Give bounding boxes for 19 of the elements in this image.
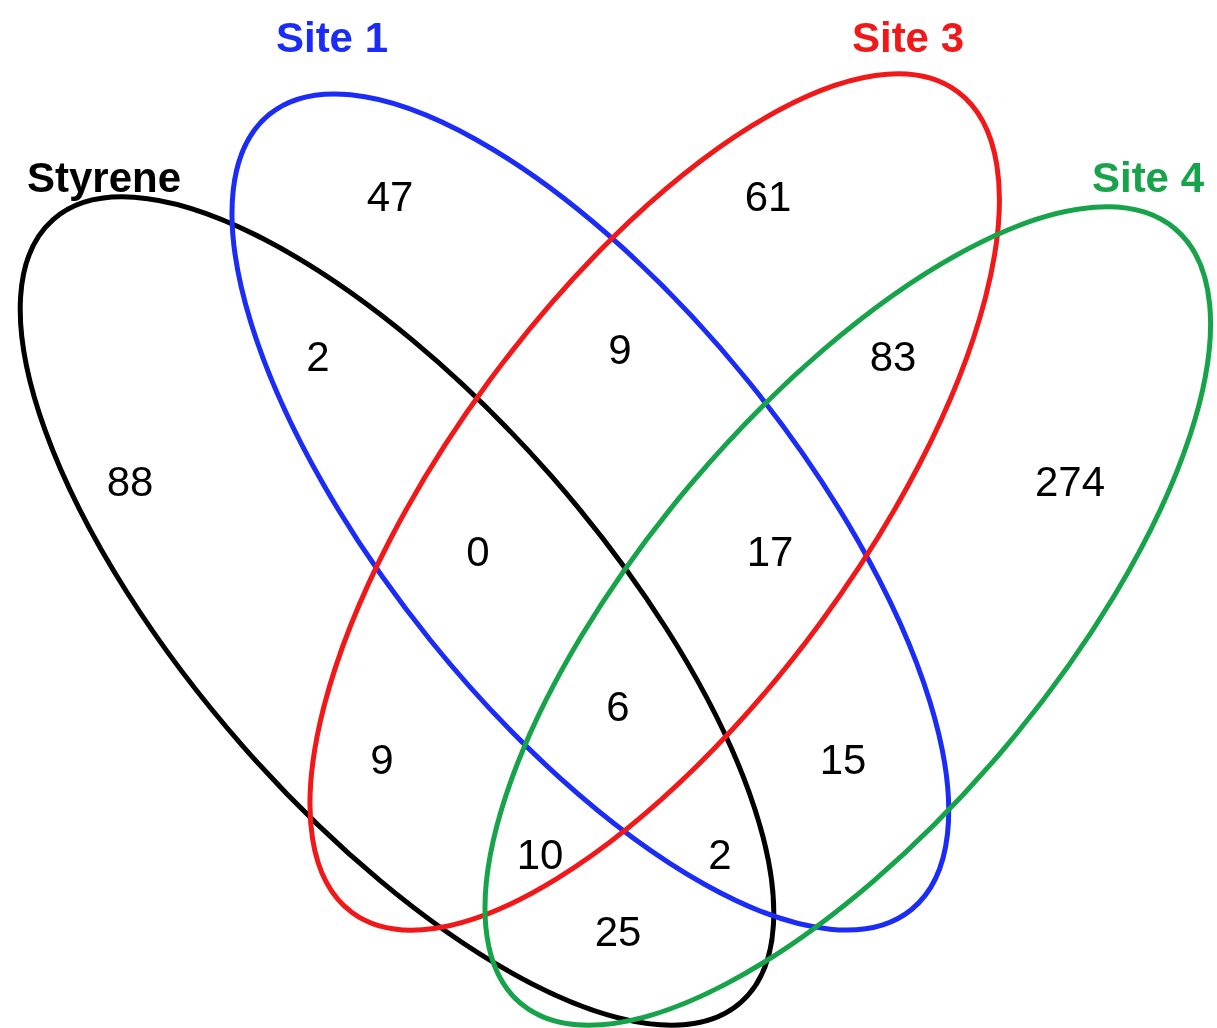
count-label: 274 <box>1034 461 1106 503</box>
count-label: 2 <box>306 336 330 378</box>
count-label: 61 <box>744 176 792 218</box>
count-label: 88 <box>106 461 154 503</box>
set-label: Site 1 <box>275 17 388 59</box>
count-label: 17 <box>746 531 794 573</box>
set-label: Site 4 <box>1091 157 1204 199</box>
count-label: 9 <box>608 329 632 371</box>
count-label: 2 <box>708 834 732 876</box>
count-label: 25 <box>594 911 642 953</box>
count-label: 10 <box>516 834 564 876</box>
count-label: 6 <box>606 686 630 728</box>
count-label: 9 <box>370 739 394 781</box>
count-label: 47 <box>366 176 414 218</box>
count-label: 15 <box>819 739 867 781</box>
count-label: 83 <box>869 336 917 378</box>
set-label: Site 3 <box>851 17 964 59</box>
set-label: Styrene <box>26 157 182 199</box>
count-label: 0 <box>466 531 490 573</box>
